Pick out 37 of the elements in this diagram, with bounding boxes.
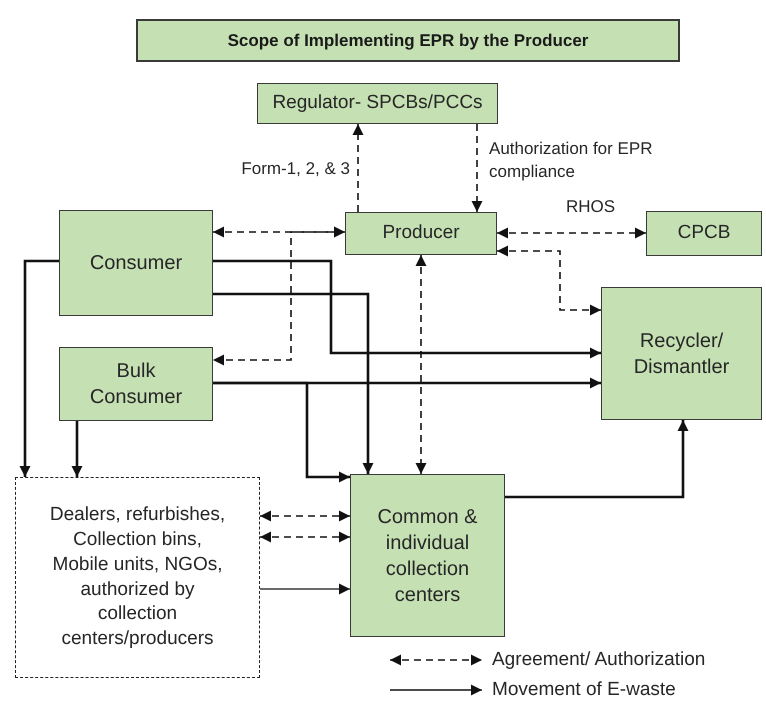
dashed-arrow xyxy=(260,532,350,542)
node-label: Producer xyxy=(382,221,460,246)
node-label: Recycler/ Dismantler xyxy=(632,328,730,380)
process-box xyxy=(345,212,497,255)
arrow xyxy=(20,260,59,477)
node-label: Consumer xyxy=(90,251,182,276)
legend-label: Movement of E-waste xyxy=(492,680,676,699)
dashed-arrow xyxy=(352,124,364,212)
process-box xyxy=(646,211,762,256)
edge-label: Form-1, 2, & 3 xyxy=(240,158,350,180)
process-box xyxy=(59,210,213,316)
node-label: Dealers, refurbishes, Collection bins, Mobile units, NGOs, authorized by collection centers/producers xyxy=(48,503,226,651)
dashed-arrow xyxy=(213,226,345,366)
dashed-arrow xyxy=(260,510,350,522)
arrow xyxy=(505,420,688,498)
node-label: Common & individual collection centers xyxy=(376,504,479,608)
node-label: CPCB xyxy=(678,221,730,246)
arrow xyxy=(213,382,350,482)
title-box: Scope of Implementing EPR by the Producer xyxy=(136,19,680,62)
dashed-arrow xyxy=(497,228,646,238)
edge-label: Authorization for EPR compliance xyxy=(489,138,654,183)
arrow xyxy=(213,260,601,358)
dashed-arrow xyxy=(416,255,426,474)
node-label: Bulk Consumer xyxy=(88,359,184,410)
arrow xyxy=(260,584,350,594)
dashed-arrow xyxy=(472,124,482,212)
dashed-box xyxy=(15,477,260,678)
process-box xyxy=(257,83,498,124)
process-box xyxy=(601,287,762,420)
node-label: Regulator- SPCBs/PCCs xyxy=(272,91,483,116)
dashed-arrow xyxy=(497,246,601,316)
edge-label: RHOS xyxy=(566,196,616,218)
arrow xyxy=(213,292,374,474)
process-box xyxy=(350,474,505,637)
process-box xyxy=(59,347,213,421)
legend-label: Agreement/ Authorization xyxy=(492,650,706,669)
arrow xyxy=(72,421,82,477)
